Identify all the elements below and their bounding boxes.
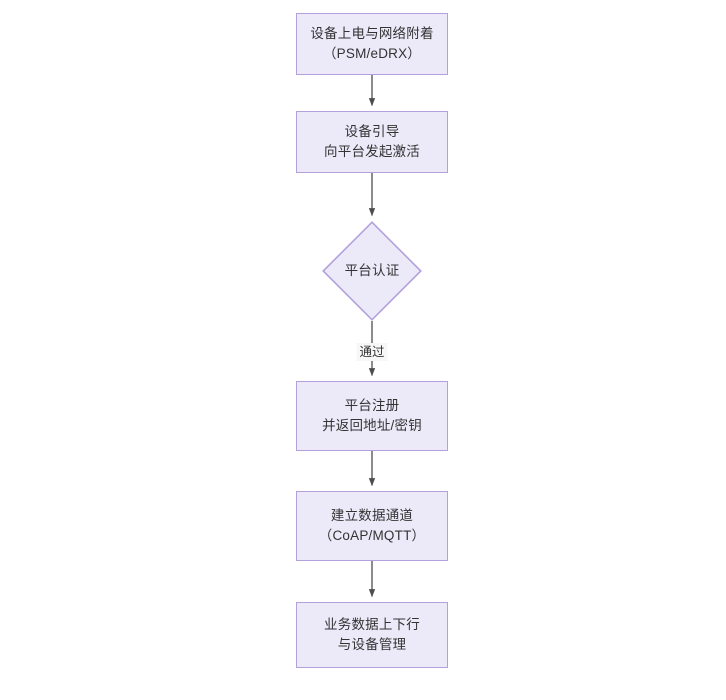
edge-label-pass: 通过 [356,343,388,361]
flow-node-label: 设备上电与网络附着 （PSM/eDRX） [310,26,434,61]
flow-node-establish-data-channel[interactable]: 建立数据通道 （CoAP/MQTT） [296,491,448,561]
diamond-shape [322,221,422,321]
flow-node-device-bootstrap[interactable]: 设备引导 向平台发起激活 [296,111,448,173]
flow-node-label: 建立数据通道 （CoAP/MQTT） [318,508,426,543]
flow-node-device-power-on[interactable]: 设备上电与网络附着 （PSM/eDRX） [296,13,448,75]
flow-node-label: 设备引导 向平台发起激活 [324,124,420,159]
flow-node-platform-registration[interactable]: 平台注册 并返回地址/密钥 [296,381,448,451]
flow-node-platform-auth-decision[interactable]: 平台认证 [322,221,422,321]
flow-node-label: 平台认证 [344,263,400,278]
flow-node-label: 平台注册 并返回地址/密钥 [322,398,422,433]
flow-node-label: 业务数据上下行 与设备管理 [324,617,420,652]
flow-node-business-data-and-device-management[interactable]: 业务数据上下行 与设备管理 [296,602,448,668]
